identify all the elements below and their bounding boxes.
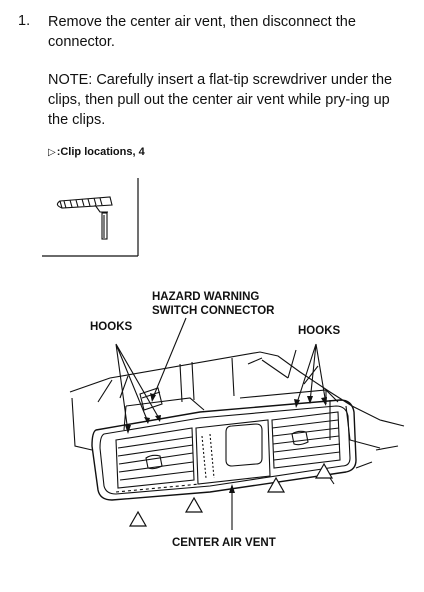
clip-locations-text: :Clip locations, 4 (56, 146, 145, 158)
step-instruction: Remove the center air vent, then disconn… (48, 14, 356, 50)
note-paragraph: NOTE: Carefully insert a flat-tip screwd… (48, 72, 393, 128)
clip-marker-icon: ▷ (48, 146, 56, 158)
vent-body (91, 399, 357, 501)
clip-locations-line: ▷ :Clip locations, 4 (48, 146, 145, 158)
step-number: 1. (18, 13, 31, 29)
center-air-vent-label: CENTER AIR VENT (172, 537, 276, 549)
dashboard-outline (69, 351, 405, 427)
hazard-label-line2: SWITCH CONNECTOR (152, 305, 275, 317)
clip-location-markers (128, 462, 334, 527)
hooks-left-label: HOOKS (90, 321, 133, 333)
hooks-right-label: HOOKS (298, 325, 341, 337)
clip-detail-drawing (56, 196, 113, 240)
hazard-label: HAZARD WARNING SWITCH CONNECTOR (152, 290, 274, 318)
hazard-label-line1: HAZARD WARNING (152, 291, 260, 303)
